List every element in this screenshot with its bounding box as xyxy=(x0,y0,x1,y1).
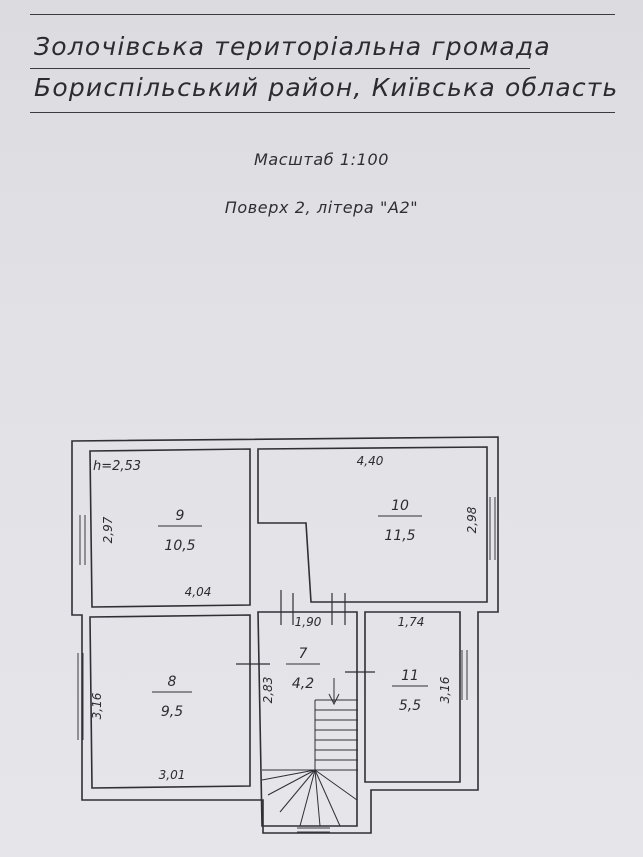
room-8-number: 8 xyxy=(168,674,177,690)
window-room-8 xyxy=(77,653,84,740)
room-9-area: 10,5 xyxy=(164,538,195,554)
ceiling-height-label: h=2,53 xyxy=(93,459,141,474)
room-10-label: 10 11,5 xyxy=(378,498,422,544)
dim-4-04: 4,04 xyxy=(185,585,212,599)
scale-label: Масштаб 1:100 xyxy=(253,150,390,169)
header-bottom-rule xyxy=(30,112,615,113)
header-line-2: Бориспільський район, Київська область xyxy=(34,73,619,102)
staircase xyxy=(261,678,358,827)
room-9-walls xyxy=(89,448,251,608)
floor-label: Поверх 2, літера "А2" xyxy=(224,198,419,217)
dim-3-01: 3,01 xyxy=(159,768,186,782)
dim-3-16-right: 3,16 xyxy=(438,676,452,703)
room-11-number: 11 xyxy=(401,668,419,684)
window-stair xyxy=(297,827,330,833)
room-7-number: 7 xyxy=(299,646,308,662)
window-room-9 xyxy=(79,515,86,565)
outer-wall xyxy=(71,436,499,834)
window-room-11 xyxy=(461,650,468,700)
dim-2-97: 2,97 xyxy=(101,516,115,543)
dim-4-40: 4,40 xyxy=(357,454,384,468)
room-9-number: 9 xyxy=(176,508,185,524)
room-11-walls xyxy=(364,611,461,783)
room-10-area: 11,5 xyxy=(384,528,415,544)
room-11-label: 11 5,5 xyxy=(392,668,428,714)
dim-3-16-left: 3,16 xyxy=(90,692,104,719)
dim-1-74: 1,74 xyxy=(398,615,425,629)
header-line-1: Золочівська територіальна громада xyxy=(34,32,551,61)
room-8-walls xyxy=(89,614,251,789)
dim-2-83: 2,83 xyxy=(261,677,275,704)
room-7-label: 7 4,2 xyxy=(286,646,320,692)
window-room-10 xyxy=(489,497,496,560)
dim-2-98: 2,98 xyxy=(465,506,479,533)
header-middle-rule xyxy=(30,68,530,69)
room-7-area: 4,2 xyxy=(292,676,314,692)
dim-1-90: 1,90 xyxy=(295,615,322,629)
room-10-number: 10 xyxy=(391,498,409,514)
room-9-label: 9 10,5 xyxy=(158,508,202,554)
room-8-label: 8 9,5 xyxy=(152,674,192,720)
room-7-walls xyxy=(257,611,358,827)
room-10-walls xyxy=(257,446,488,603)
room-8-area: 9,5 xyxy=(161,704,183,720)
header-top-rule xyxy=(30,14,615,15)
room-11-area: 5,5 xyxy=(399,698,421,714)
